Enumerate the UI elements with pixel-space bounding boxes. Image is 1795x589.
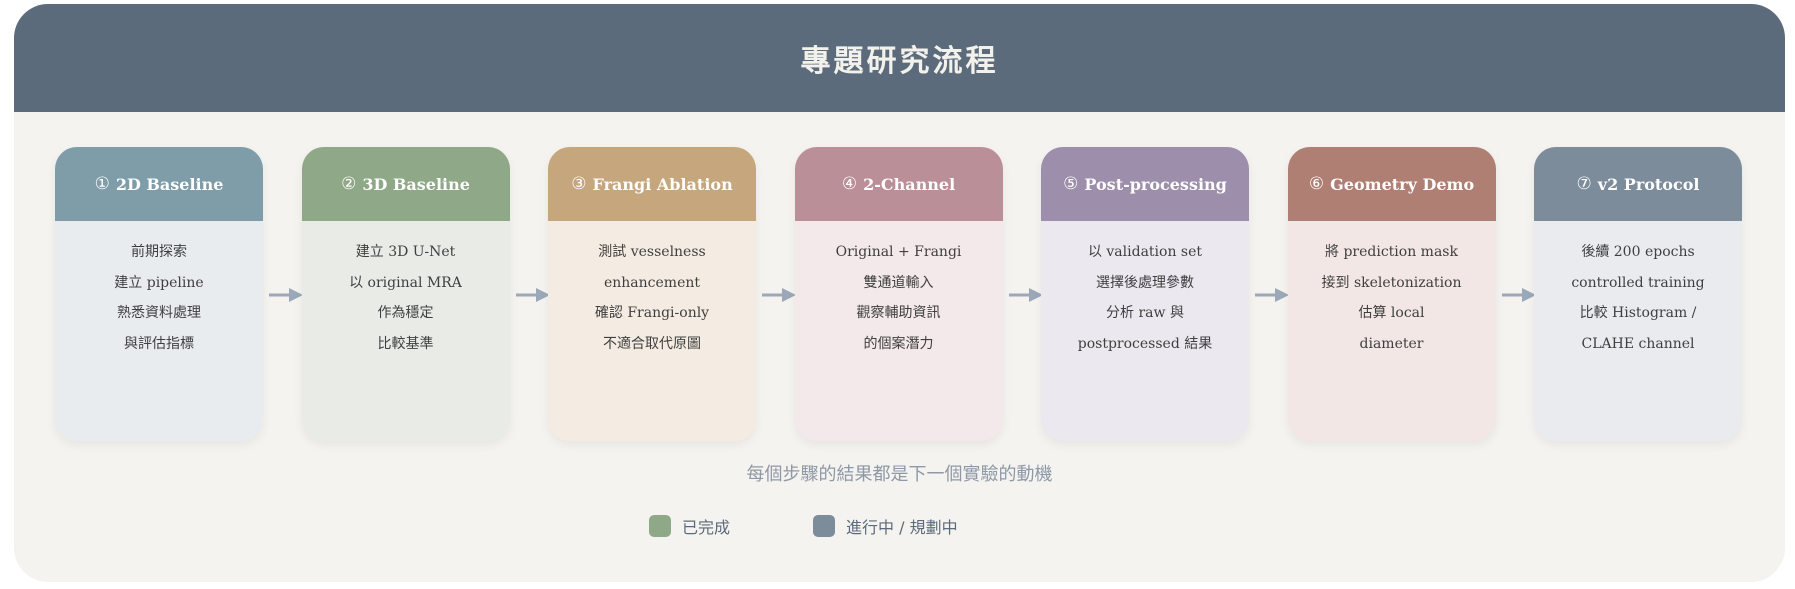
- legend-swatch-completed: [649, 515, 671, 537]
- step-card-body: 將 prediction mask 接到 skeletonization 估算 lo…: [1288, 221, 1496, 359]
- step-description-line: 觀察輔助資訊: [856, 305, 941, 321]
- arrow-right-icon: [515, 288, 550, 302]
- step-description-line: 將 prediction mask: [1325, 244, 1458, 260]
- footnote-text: 每個步驟的結果都是下一個實驗的動機: [746, 464, 1053, 485]
- step-description-line: 比較基準: [377, 335, 434, 352]
- step-card-body: 前期探索建立 pipeline 熟悉資料處理與評估指標: [55, 221, 263, 359]
- legend-label-completed: 已完成: [682, 518, 731, 537]
- step-description-line: 估算 local: [1358, 305, 1425, 321]
- step-number: ②: [341, 174, 357, 194]
- step-description-line: 接到 skeletonization: [1321, 274, 1462, 291]
- legend-item-in-progress: 進行中 / 規劃中: [813, 514, 958, 538]
- step-card-body: 以 validation set 選擇後處理參數分析 raw 與 postproce…: [1041, 221, 1249, 359]
- step-description-line: 前期探索: [131, 244, 187, 260]
- step-description-line: controlled training: [1571, 274, 1705, 291]
- step-card-body: 後續 200 epochs controlled training 比較 Histo…: [1534, 221, 1742, 359]
- step-title: v2 Protocol: [1597, 174, 1700, 194]
- step-card-body: 測試 vesselness enhancement 確認 Frangi-only 不適…: [548, 221, 756, 359]
- arrow-right-icon: [762, 288, 796, 302]
- step-title: Geometry Demo: [1330, 174, 1475, 194]
- arrow-right-icon: [269, 288, 303, 302]
- step-description-line: 的個案潛力: [863, 335, 934, 352]
- step-title: 2D Baseline: [115, 174, 224, 194]
- step-description-line: CLAHE channel: [1581, 335, 1695, 352]
- step-description-line: 分析 raw 與: [1106, 305, 1184, 321]
- step-description-line: 建立 pipeline: [114, 274, 204, 291]
- step-description-line: diameter: [1359, 335, 1424, 352]
- step-number: ⑥: [1308, 174, 1325, 194]
- step-number: ③: [571, 174, 587, 194]
- step-description-line: postprocessed 結果: [1077, 335, 1213, 352]
- step-card-body: Original + Frangi 雙通道輸入觀察輔助資訊的個案潛力: [795, 221, 1003, 359]
- legend-item-completed: 已完成: [649, 514, 730, 538]
- step-description-line: 以 validation set: [1087, 244, 1203, 260]
- step-number: ①: [94, 174, 110, 194]
- step-description-line: enhancement: [603, 274, 700, 291]
- legend-label-in-progress: 進行中 / 規劃中: [846, 518, 958, 537]
- step-description-line: 比較 Histogram /: [1579, 305, 1697, 321]
- step-title: 3D Baseline: [362, 174, 470, 194]
- step-description-line: 不適合取代原圖: [603, 335, 701, 352]
- step-number: ④: [841, 174, 858, 194]
- step-description-line: 建立 3D U-Net: [355, 244, 456, 260]
- arrow-right-icon: [1255, 288, 1289, 302]
- step-description-line: 後續 200 epochs: [1581, 244, 1695, 260]
- step-title: Frangi Ablation: [592, 174, 733, 194]
- step-description-line: Original + Frangi: [835, 244, 962, 260]
- step-title: 2-Channel: [863, 174, 956, 194]
- arrow-right-icon: [1501, 288, 1536, 302]
- header-bar: 專題研究流程: [14, 4, 1785, 112]
- step-description-line: 測試 vesselness: [598, 244, 706, 260]
- step-number: ⑤: [1063, 174, 1079, 194]
- step-description-line: 作為穩定: [377, 305, 434, 321]
- step-title: Post-processing: [1084, 174, 1227, 194]
- arrow-right-icon: [1008, 288, 1043, 302]
- step-description-line: 熟悉資料處理: [117, 305, 201, 321]
- step-description-line: 選擇後處理參數: [1096, 274, 1194, 291]
- step-description-line: 與評估指標: [124, 335, 194, 352]
- step-number: ⑦: [1576, 174, 1592, 194]
- step-card-body: 建立 3D U-Net 以 original MRA 作為穩定比較基準: [302, 221, 510, 359]
- step-description-line: 雙通道輸入: [863, 274, 934, 291]
- step-description-line: 確認 Frangi-only: [594, 305, 710, 321]
- legend-swatch-in-progress: [813, 515, 835, 537]
- page-title: 專題研究流程: [800, 44, 999, 79]
- step-description-line: 以 original MRA: [349, 274, 462, 291]
